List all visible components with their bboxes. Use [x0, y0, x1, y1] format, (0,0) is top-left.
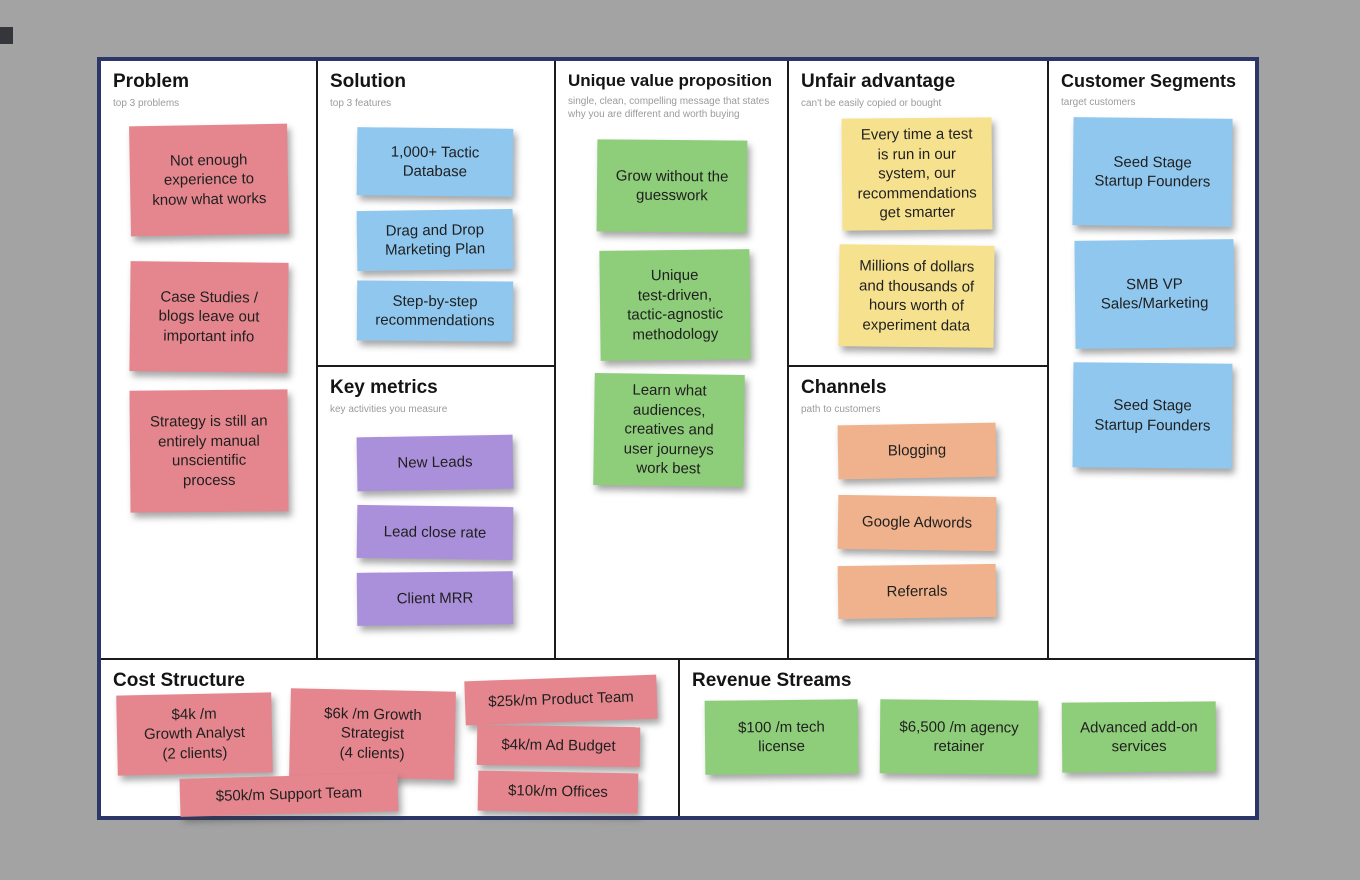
- sticky-note[interactable]: New Leads: [356, 434, 514, 492]
- sticky-note[interactable]: Referrals: [837, 563, 997, 620]
- section-revenue-streams: Revenue Streams $100 /m tech license $6,…: [680, 658, 1255, 816]
- section-subtitle: can't be easily copied or bought: [801, 98, 942, 109]
- sticky-note[interactable]: $4k /m Growth Analyst (2 clients): [116, 692, 273, 776]
- section-subtitle: single, clean, compelling message that s…: [568, 96, 770, 120]
- section-title: Cost Structure: [113, 670, 245, 691]
- sticky-note[interactable]: $4k/m Ad Budget: [476, 724, 641, 768]
- sticky-note[interactable]: 1,000+ Tactic Database: [356, 127, 514, 197]
- screen-edge-artifact: [0, 27, 13, 44]
- sticky-note[interactable]: Lead close rate: [356, 504, 514, 561]
- section-title: Problem: [113, 71, 190, 92]
- section-channels: Channels path to customers Blogging Goog…: [789, 367, 1049, 658]
- section-title: Key metrics: [330, 377, 438, 398]
- sticky-note[interactable]: Millions of dollars and thousands of hou…: [838, 244, 995, 348]
- sticky-note[interactable]: Not enough experience to know what works: [129, 123, 289, 237]
- sticky-note[interactable]: $25k/m Product Team: [464, 674, 658, 726]
- sticky-note[interactable]: Strategy is still an entirely manual uns…: [129, 389, 289, 513]
- section-solution: Solution top 3 features 1,000+ Tactic Da…: [318, 61, 556, 367]
- section-title: Customer Segments: [1061, 71, 1237, 91]
- sticky-note[interactable]: Unique test-driven, tactic-agnostic meth…: [599, 249, 751, 361]
- section-title: Solution: [330, 71, 406, 92]
- section-title: Unfair advantage: [801, 71, 956, 92]
- sticky-note[interactable]: $50k/m Support Team: [179, 773, 399, 817]
- sticky-note[interactable]: Blogging: [837, 422, 997, 480]
- sticky-note[interactable]: Drag and Drop Marketing Plan: [356, 208, 514, 272]
- section-customer-segments: Customer Segments target customers Seed …: [1049, 61, 1255, 658]
- sticky-note[interactable]: Grow without the guesswork: [596, 139, 748, 233]
- section-key-metrics: Key metrics key activities you measure N…: [318, 367, 556, 658]
- sticky-note[interactable]: $10k/m Offices: [477, 770, 639, 814]
- section-subtitle: top 3 features: [330, 98, 392, 109]
- section-title: Revenue Streams: [692, 670, 852, 691]
- sticky-note[interactable]: $6,500 /m agency retainer: [879, 699, 1039, 775]
- lean-canvas-board: Problem top 3 problems Not enough experi…: [97, 57, 1259, 820]
- sticky-note[interactable]: Case Studies / blogs leave out important…: [129, 261, 289, 373]
- sticky-note[interactable]: Client MRR: [356, 571, 514, 626]
- section-subtitle: top 3 problems: [113, 98, 180, 109]
- sticky-note[interactable]: $100 /m tech license: [704, 699, 859, 775]
- sticky-note[interactable]: $6k /m Growth Strategist (4 clients): [289, 688, 456, 780]
- sticky-note[interactable]: Google Adwords: [837, 494, 997, 552]
- sticky-note[interactable]: Learn what audiences, creatives and user…: [593, 372, 745, 488]
- section-subtitle: path to customers: [801, 404, 881, 415]
- section-unique-value-proposition: Unique value proposition single, clean, …: [556, 61, 789, 658]
- sticky-note[interactable]: Step-by-step recommendations: [356, 280, 514, 342]
- section-title: Unique value proposition: [568, 71, 773, 90]
- sticky-note[interactable]: Seed Stage Startup Founders: [1072, 362, 1233, 469]
- section-cost-structure: Cost Structure $4k /m Growth Analyst (2 …: [101, 658, 680, 817]
- section-problem: Problem top 3 problems Not enough experi…: [101, 61, 318, 658]
- sticky-note[interactable]: Every time a test is run in our system, …: [841, 117, 993, 231]
- sticky-note[interactable]: Seed Stage Startup Founders: [1072, 117, 1233, 227]
- sticky-note[interactable]: Advanced add-on services: [1061, 701, 1217, 773]
- section-subtitle: target customers: [1061, 97, 1136, 108]
- section-unfair-advantage: Unfair advantage can't be easily copied …: [789, 61, 1049, 367]
- sticky-note[interactable]: SMB VP Sales/Marketing: [1074, 239, 1235, 349]
- section-title: Channels: [801, 377, 887, 398]
- section-subtitle: key activities you measure: [330, 404, 448, 415]
